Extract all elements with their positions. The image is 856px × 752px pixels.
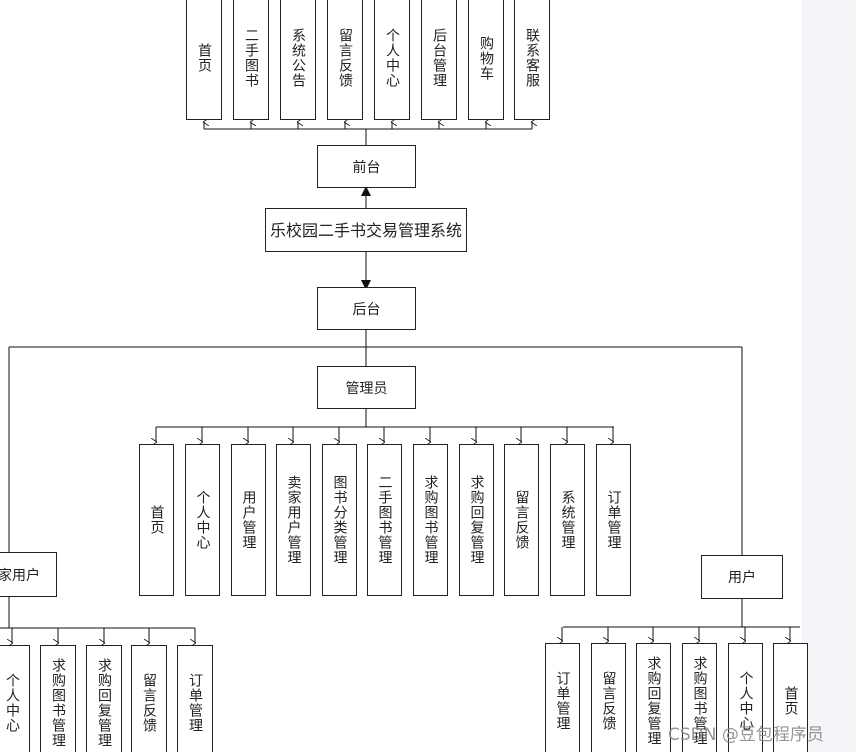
front-module-3: 留言反馈 xyxy=(327,0,363,120)
front-module-label: 留言反馈 xyxy=(337,28,353,88)
user-module-4: 个人中心 xyxy=(728,643,763,752)
front-module-label: 联系客服 xyxy=(524,28,540,88)
front-module-label: 购物车 xyxy=(478,35,494,81)
front-module-label: 后台管理 xyxy=(431,28,447,88)
admin-module-label: 卖家用户管理 xyxy=(285,475,302,565)
watermark: CSDN @豆包程序员 xyxy=(668,725,824,745)
admin-module-label: 求购图书管理 xyxy=(422,475,439,565)
seller-module-label: 求购图书管理 xyxy=(50,657,66,748)
front-module-0: 首页 xyxy=(186,0,222,120)
user-module-label: 求购图书管理 xyxy=(691,655,708,746)
user-module-0: 订单管理 xyxy=(545,643,580,752)
front-module-6: 购物车 xyxy=(468,0,504,120)
seller-node: 卖家用户 xyxy=(0,552,57,597)
user-module-3: 求购图书管理 xyxy=(682,643,717,752)
admin-module-6: 求购图书管理 xyxy=(413,444,448,596)
admin-module-2: 用户管理 xyxy=(231,444,266,596)
front-module-4: 个人中心 xyxy=(374,0,410,120)
seller-module-2: 求购回复管理 xyxy=(86,645,122,752)
admin-module-4: 图书分类管理 xyxy=(322,444,357,596)
user-module-label: 订单管理 xyxy=(554,670,571,731)
admin-module-label: 求购回复管理 xyxy=(468,475,485,565)
admin-module-9: 系统管理 xyxy=(550,444,585,596)
user-module-2: 求购回复管理 xyxy=(636,643,671,752)
admin-module-label: 个人中心 xyxy=(194,490,211,550)
admin-module-1: 个人中心 xyxy=(185,444,220,596)
admin-module-5: 二手图书管理 xyxy=(367,444,402,596)
user-module-label: 求购回复管理 xyxy=(645,655,662,746)
system-title-text: 乐校园二手书交易管理系统 xyxy=(269,220,462,240)
front-node: 前台 xyxy=(317,145,416,188)
seller-module-1: 求购图书管理 xyxy=(40,645,76,752)
seller-module-label: 求购回复管理 xyxy=(96,657,112,748)
front-module-label: 二手图书 xyxy=(243,28,259,88)
front-module-label: 系统公告 xyxy=(290,28,306,88)
right-side-panel xyxy=(802,0,856,752)
admin-module-label: 用户管理 xyxy=(240,490,257,550)
user-module-label: 首页 xyxy=(782,685,799,716)
seller-module-label: 个人中心 xyxy=(4,672,20,733)
front-module-5: 后台管理 xyxy=(421,0,457,120)
admin-module-label: 二手图书管理 xyxy=(376,475,393,565)
admin-module-10: 订单管理 xyxy=(596,444,631,596)
seller-module-label: 订单管理 xyxy=(187,672,203,733)
admin-module-3: 卖家用户管理 xyxy=(276,444,311,596)
admin-module-label: 系统管理 xyxy=(559,490,576,550)
user-module-label: 留言反馈 xyxy=(600,670,617,731)
back-node: 后台 xyxy=(317,287,416,330)
admin-module-label: 图书分类管理 xyxy=(331,475,348,565)
seller-module-4: 订单管理 xyxy=(177,645,213,752)
admin-module-label: 订单管理 xyxy=(605,490,622,550)
user-node: 用户 xyxy=(701,555,783,599)
admin-module-8: 留言反馈 xyxy=(504,444,539,596)
front-module-label: 首页 xyxy=(196,43,212,73)
admin-module-label: 首页 xyxy=(148,505,165,535)
seller-module-label: 留言反馈 xyxy=(141,672,157,733)
admin-module-7: 求购回复管理 xyxy=(459,444,494,596)
admin-module-label: 留言反馈 xyxy=(513,490,530,550)
front-module-1: 二手图书 xyxy=(233,0,269,120)
front-module-2: 系统公告 xyxy=(280,0,316,120)
front-module-label: 个人中心 xyxy=(384,28,400,88)
admin-module-0: 首页 xyxy=(139,444,174,596)
front-module-7: 联系客服 xyxy=(514,0,550,120)
admin-node: 管理员 xyxy=(317,366,416,409)
user-module-1: 留言反馈 xyxy=(591,643,626,752)
seller-module-3: 留言反馈 xyxy=(131,645,167,752)
seller-node-label: 卖家用户 xyxy=(0,567,40,584)
system-title-node: 乐校园二手书交易管理系统 xyxy=(265,208,467,252)
seller-module-0: 个人中心 xyxy=(0,645,30,752)
user-module-5: 首页 xyxy=(773,643,808,752)
user-module-label: 个人中心 xyxy=(737,670,754,731)
